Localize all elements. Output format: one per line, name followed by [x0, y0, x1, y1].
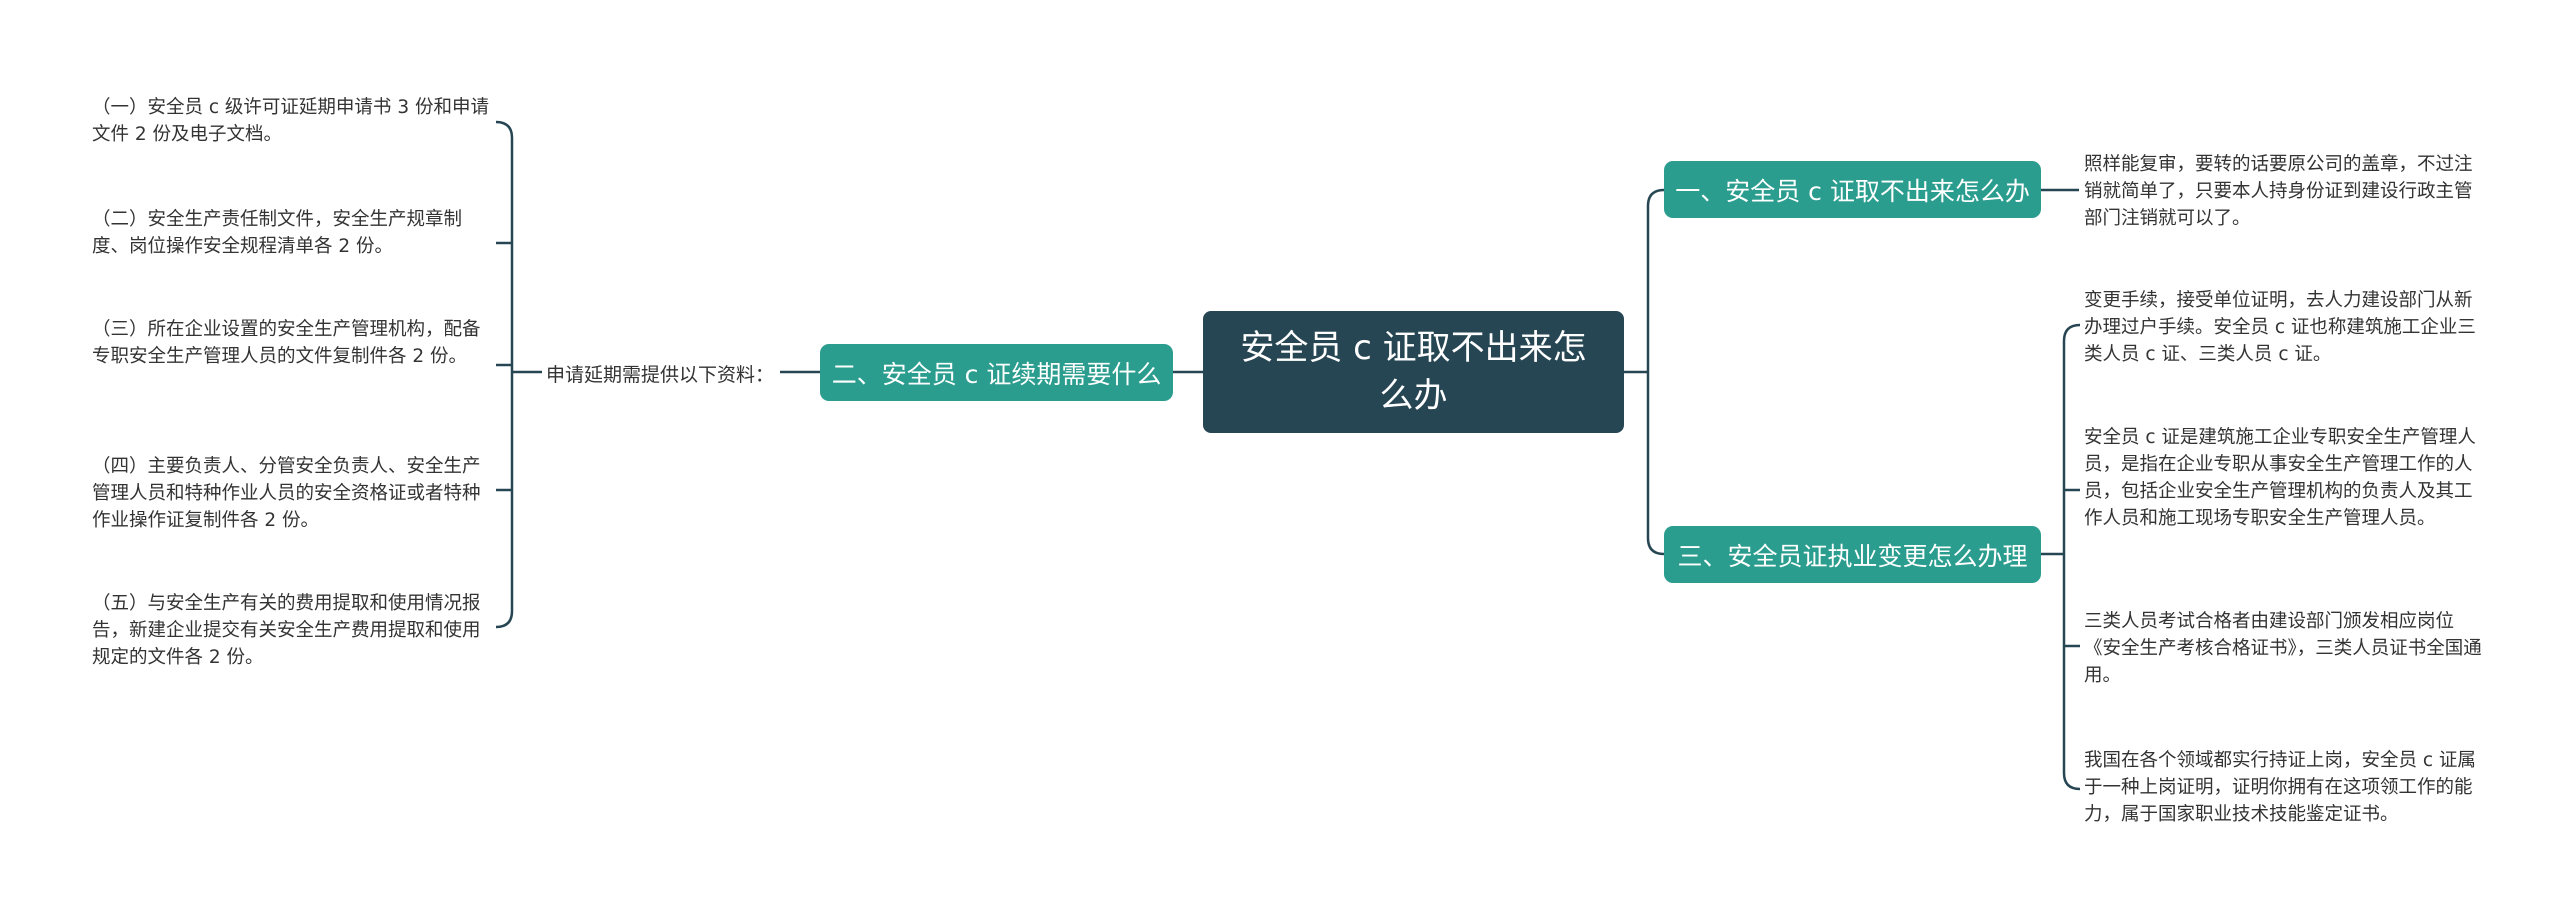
branch-renewal-title: 二、安全员 c 证续期需要什么 — [831, 359, 1162, 389]
branch-cannot-obtain-title: 一、安全员 c 证取不出来怎么办 — [1675, 176, 2030, 206]
bracket-left-leaves — [495, 120, 514, 629]
right2-leaf-3: 三类人员考试合格者由建设部门颁发相应岗位《安全生产考核合格证书》，三类人员证书全… — [2084, 611, 2482, 686]
branch-practice-change[interactable]: 三、安全员证执业变更怎么办理 — [1664, 526, 2041, 583]
right2-leaf-1: 变更手续，接受单位证明，去人力建设部门从新办理过户手续。安全员 c 证也称建筑施… — [2084, 290, 2476, 365]
left-leaf-2: （二）安全生产责任制文件，安全生产规章制度、岗位操作安全规程清单各 2 份。 — [92, 209, 463, 257]
bracket-right-leaves — [2062, 323, 2081, 791]
right2-leaf-2: 安全员 c 证是建筑施工企业专职安全生产管理人员，是指在企业专职从事安全生产管理… — [2084, 427, 2476, 529]
right2-leaf-4: 我国在各个领域都实行持证上岗，安全员 c 证属于一种上岗证明，证明你拥有在这项领… — [2084, 750, 2476, 825]
left-leaf-4: （四）主要负责人、分管安全负责人、安全生产管理人员和特种作业人员的安全资格证或者… — [92, 456, 481, 531]
bracket-right-branches — [1646, 188, 1665, 556]
root-node[interactable]: 安全员 c 证取不出来怎么办 — [1203, 311, 1624, 433]
branch-renewal-requirements[interactable]: 二、安全员 c 证续期需要什么 — [820, 344, 1173, 401]
renewal-materials-label: 申请延期需提供以下资料： — [546, 364, 775, 386]
branch-practice-change-title: 三、安全员证执业变更怎么办理 — [1677, 541, 2028, 571]
left-leaf-3: （三）所在企业设置的安全生产管理机构，配备专职安全生产管理人员的文件复制件各 2… — [92, 319, 481, 367]
right1-leaf-1: 照样能复审，要转的话要原公司的盖章，不过注销就简单了，只要本人持身份证到建设行政… — [2084, 154, 2473, 229]
branch-cannot-obtain-certificate[interactable]: 一、安全员 c 证取不出来怎么办 — [1664, 161, 2041, 218]
left-leaf-1: （一）安全员 c 级许可证延期申请书 3 份和申请文件 2 份及电子文档。 — [92, 97, 489, 145]
left-leaf-5: （五）与安全生产有关的费用提取和使用情况报告，新建企业提交有关安全生产费用提取和… — [92, 593, 481, 668]
root-text: 安全员 c 证取不出来怎么办 — [1240, 328, 1587, 416]
